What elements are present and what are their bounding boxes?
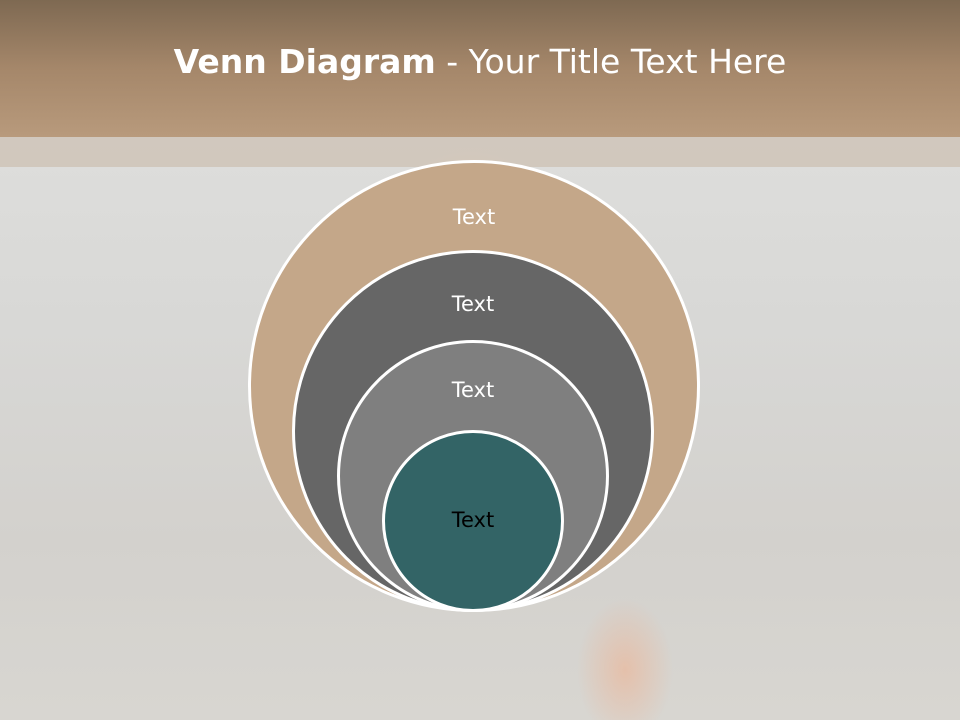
venn-label-inner: Text bbox=[451, 508, 495, 532]
title-bar bbox=[0, 0, 960, 137]
slide-title-rest: - Your Title Text Here bbox=[435, 42, 787, 81]
slide-title: Venn Diagram - Your Title Text Here bbox=[0, 38, 960, 86]
venn-label-outer: Text bbox=[452, 205, 496, 229]
venn-label-third: Text bbox=[451, 378, 495, 402]
venn-label-second: Text bbox=[451, 292, 495, 316]
slide-title-bold: Venn Diagram bbox=[173, 42, 436, 81]
venn-circle-inner[interactable]: Text bbox=[382, 430, 564, 612]
